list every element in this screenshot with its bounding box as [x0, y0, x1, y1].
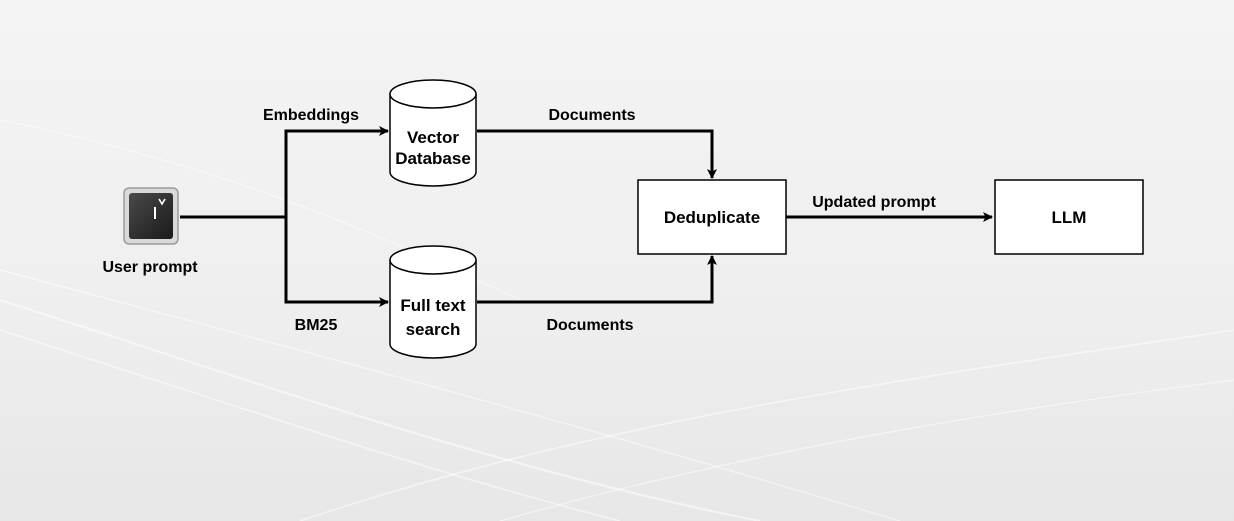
- llm-label: LLM: [1052, 208, 1087, 227]
- bm25-label: BM25: [295, 317, 338, 334]
- vector-database-label-line2: Database: [395, 149, 471, 168]
- edges: [180, 126, 993, 307]
- full-text-search-node: Full text search: [389, 245, 477, 359]
- deduplicate-node: Deduplicate: [637, 179, 787, 255]
- llm-node: LLM: [994, 179, 1144, 255]
- documents-top-label: Documents: [548, 107, 635, 124]
- updated-prompt-label: Updated prompt: [812, 194, 936, 211]
- edge-documents-top: [477, 129, 717, 179]
- deduplicate-label: Deduplicate: [664, 208, 760, 227]
- documents-bottom-label: Documents: [546, 317, 633, 334]
- edge-documents-bottom: [477, 255, 717, 304]
- embeddings-label: Embeddings: [263, 107, 359, 124]
- full-text-search-label-line1: Full text: [400, 296, 466, 315]
- full-text-search-label-line2: search: [406, 320, 461, 339]
- user-prompt-label: User prompt: [102, 259, 198, 276]
- vector-database-node: Vector Database: [389, 79, 477, 187]
- background-waves: [0, 119, 1234, 521]
- edge-embeddings: [284, 126, 389, 217]
- user-prompt-node: User prompt: [102, 187, 198, 276]
- edge-bm25: [284, 217, 389, 307]
- vector-database-label-line1: Vector: [407, 128, 459, 147]
